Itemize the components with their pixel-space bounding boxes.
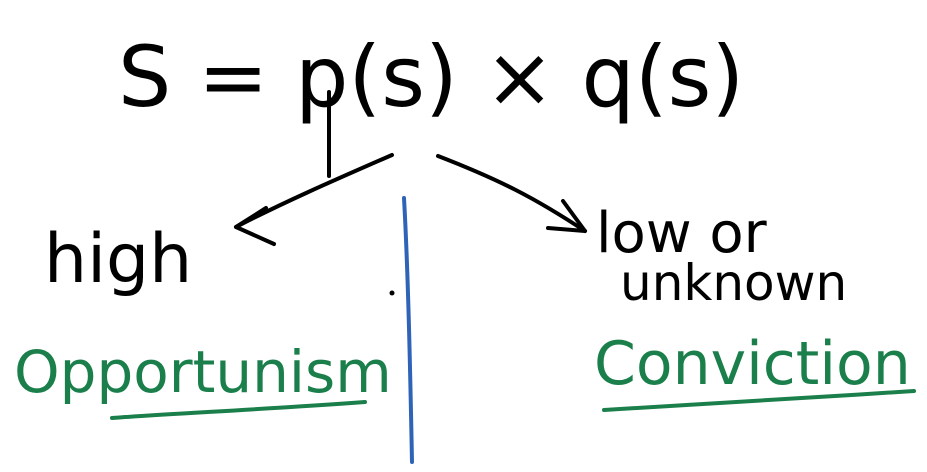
opportunism-label: Opportunism xyxy=(14,338,392,406)
arrow-right-line xyxy=(436,154,587,233)
arrow-right-head-icon xyxy=(546,199,587,233)
low-or-label: low or xyxy=(596,201,768,266)
unknown-label: unknown xyxy=(620,254,847,312)
opportunism-underline xyxy=(110,400,367,420)
formula-text: S = p(s) × q(s) xyxy=(118,28,744,126)
arrow-left-head-icon xyxy=(234,206,276,246)
conviction-label: Conviction xyxy=(594,329,911,399)
center-dot xyxy=(389,290,395,296)
arrow-left-line xyxy=(234,153,394,229)
high-label: high xyxy=(44,220,192,299)
conviction-underline xyxy=(602,389,916,412)
vertical-divider xyxy=(402,196,414,464)
